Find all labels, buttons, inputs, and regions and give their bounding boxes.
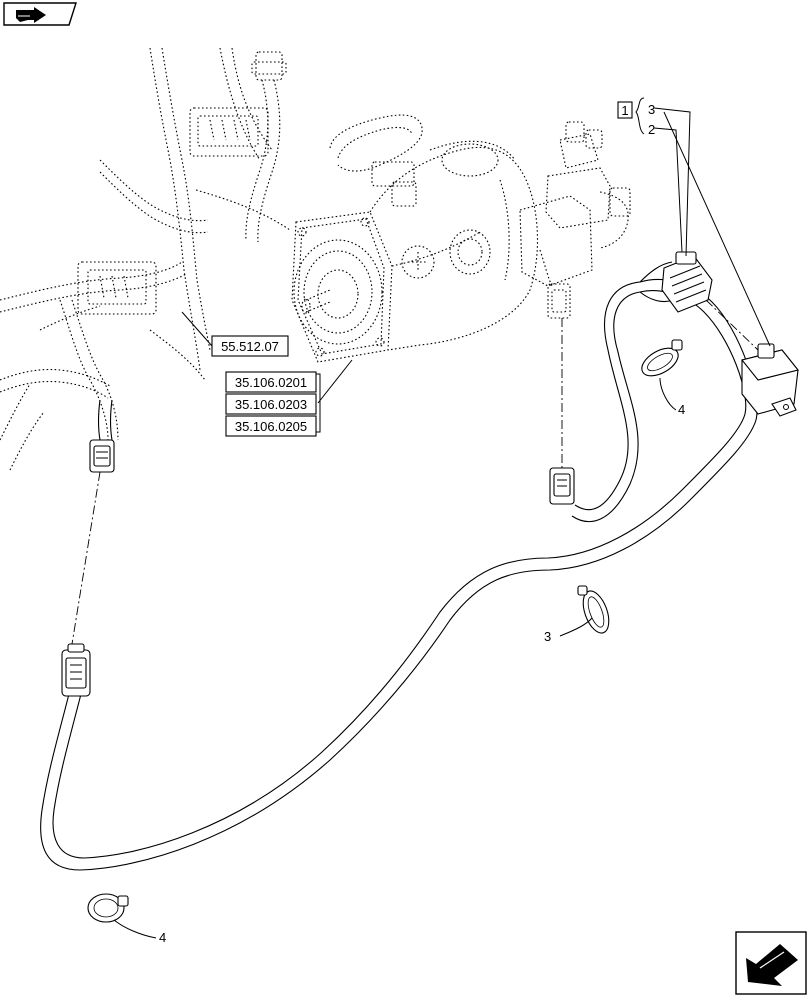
harness-connector-relay-side [661, 251, 713, 313]
hydraulic-pump [291, 114, 631, 363]
leader-lines [113, 107, 771, 939]
callout-clip-middle: 3 [544, 629, 551, 644]
pump-ref-label-3: 35.106.0205 [235, 419, 307, 434]
harness-connector-upper [89, 399, 115, 473]
harness-main [40, 261, 758, 871]
cable-clip-middle [577, 585, 610, 634]
cable-clip-lower [87, 893, 129, 923]
book-arrow-icon[interactable] [3, 2, 77, 26]
navigate-arrow-icon[interactable] [735, 931, 807, 995]
harness-connector-valve [549, 467, 575, 505]
pump-ref-box-2[interactable]: 35.106.0203 [225, 393, 317, 415]
callout-clip-upper: 4 [678, 402, 685, 417]
callout-clip-lower: 4 [159, 930, 166, 945]
pump-ref-box-3[interactable]: 35.106.0205 [225, 415, 317, 437]
kit-bracket: 1 3 2 [617, 97, 655, 137]
pump-ref-box-1[interactable]: 35.106.0201 [225, 371, 317, 393]
assembly-lines [71, 299, 759, 645]
cable-clip-upper [641, 339, 683, 377]
pump-ref-label-1: 35.106.0201 [235, 375, 307, 390]
kit-item-2: 2 [648, 122, 655, 137]
relay [741, 343, 799, 417]
pump-ref-group: 35.106.0201 35.106.0203 35.106.0205 [225, 371, 321, 437]
harness-connector-left [61, 643, 91, 697]
kit-item-1: 3 [648, 102, 655, 117]
kit-number: 1 [621, 103, 628, 118]
pump-ref-label-2: 35.106.0203 [235, 397, 307, 412]
harness-ref-box[interactable]: 55.512.07 [211, 335, 289, 357]
harness-ref-label: 55.512.07 [221, 339, 279, 354]
existing-harness-upper-left [0, 47, 291, 471]
